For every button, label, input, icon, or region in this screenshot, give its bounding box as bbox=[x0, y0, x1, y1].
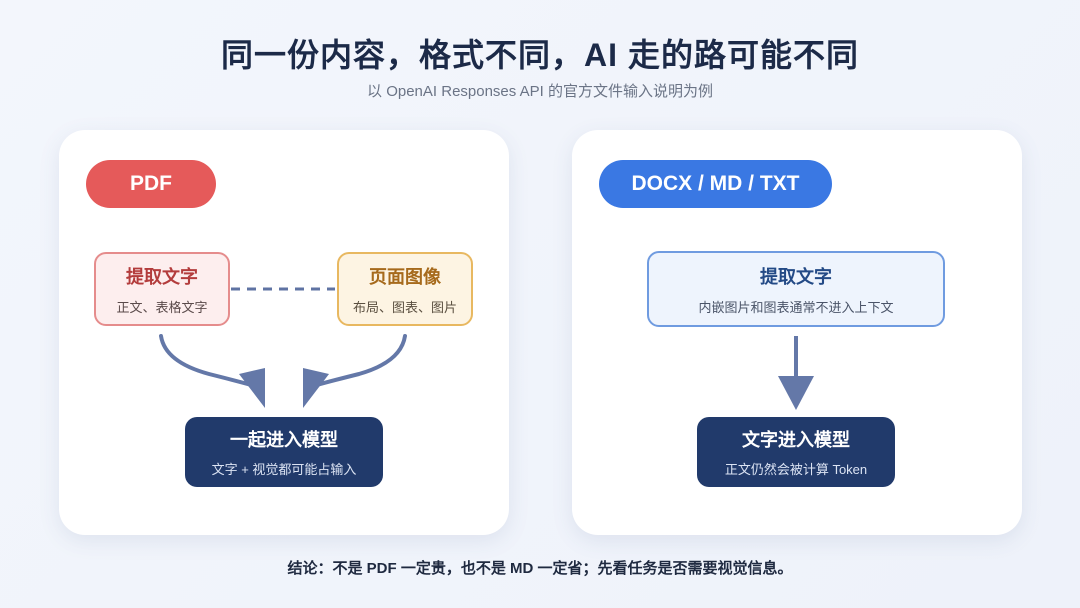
page-image-box: 页面图像 布局、图表、图片 bbox=[337, 252, 473, 326]
page-image-subtitle: 布局、图表、图片 bbox=[352, 299, 457, 315]
pdf-pill: PDF bbox=[86, 160, 216, 208]
page-title: 同一份内容，格式不同，AI 走的路可能不同 bbox=[221, 37, 859, 73]
pdf-flow-arrows bbox=[159, 287, 407, 408]
right-curved-arrow-shaft bbox=[311, 334, 407, 388]
extract-text-title: 提取文字 bbox=[126, 266, 198, 287]
text-model-box: 文字进入模型 正文仍然会被计算 Token bbox=[697, 417, 895, 487]
extract-text-box: 提取文字 正文、表格文字 bbox=[94, 252, 230, 326]
text-model-subtitle: 正文仍然会被计算 Token bbox=[724, 462, 868, 477]
combined-model-subtitle: 文字 + 视觉都可能占输入 bbox=[211, 462, 357, 477]
conclusion-text: 结论：不是 PDF 一定贵，也不是 MD 一定省；先看任务是否需要视觉信息。 bbox=[287, 560, 793, 577]
left-arrowhead bbox=[239, 368, 265, 408]
text-model-title: 文字进入模型 bbox=[742, 430, 850, 450]
down-arrowhead bbox=[778, 376, 814, 410]
left-curved-arrow-shaft bbox=[159, 334, 257, 388]
page-image-title: 页面图像 bbox=[369, 266, 441, 287]
docx-extract-subtitle: 内嵌图片和图表通常不进入上下文 bbox=[698, 299, 894, 315]
docx-panel: DOCX / MD / TXT 提取文字 内嵌图片和图表通常不进入上下文 文字进… bbox=[572, 130, 1022, 535]
extract-text-subtitle: 正文、表格文字 bbox=[116, 299, 208, 315]
pdf-panel: PDF 提取文字 正文、表格文字 页面图像 布局、图表、图片 一起进入模型 文字… bbox=[59, 130, 509, 535]
combined-model-box: 一起进入模型 文字 + 视觉都可能占输入 bbox=[185, 417, 383, 487]
right-arrowhead bbox=[303, 368, 329, 408]
docx-extract-box: 提取文字 内嵌图片和图表通常不进入上下文 bbox=[647, 251, 945, 327]
docx-pill: DOCX / MD / TXT bbox=[599, 160, 832, 208]
combined-model-title: 一起进入模型 bbox=[230, 430, 338, 450]
docx-flow-arrow bbox=[778, 336, 814, 410]
docx-extract-title: 提取文字 bbox=[760, 266, 832, 287]
page-subtitle: 以 OpenAI Responses API 的官方文件输入说明为例 bbox=[367, 83, 713, 100]
